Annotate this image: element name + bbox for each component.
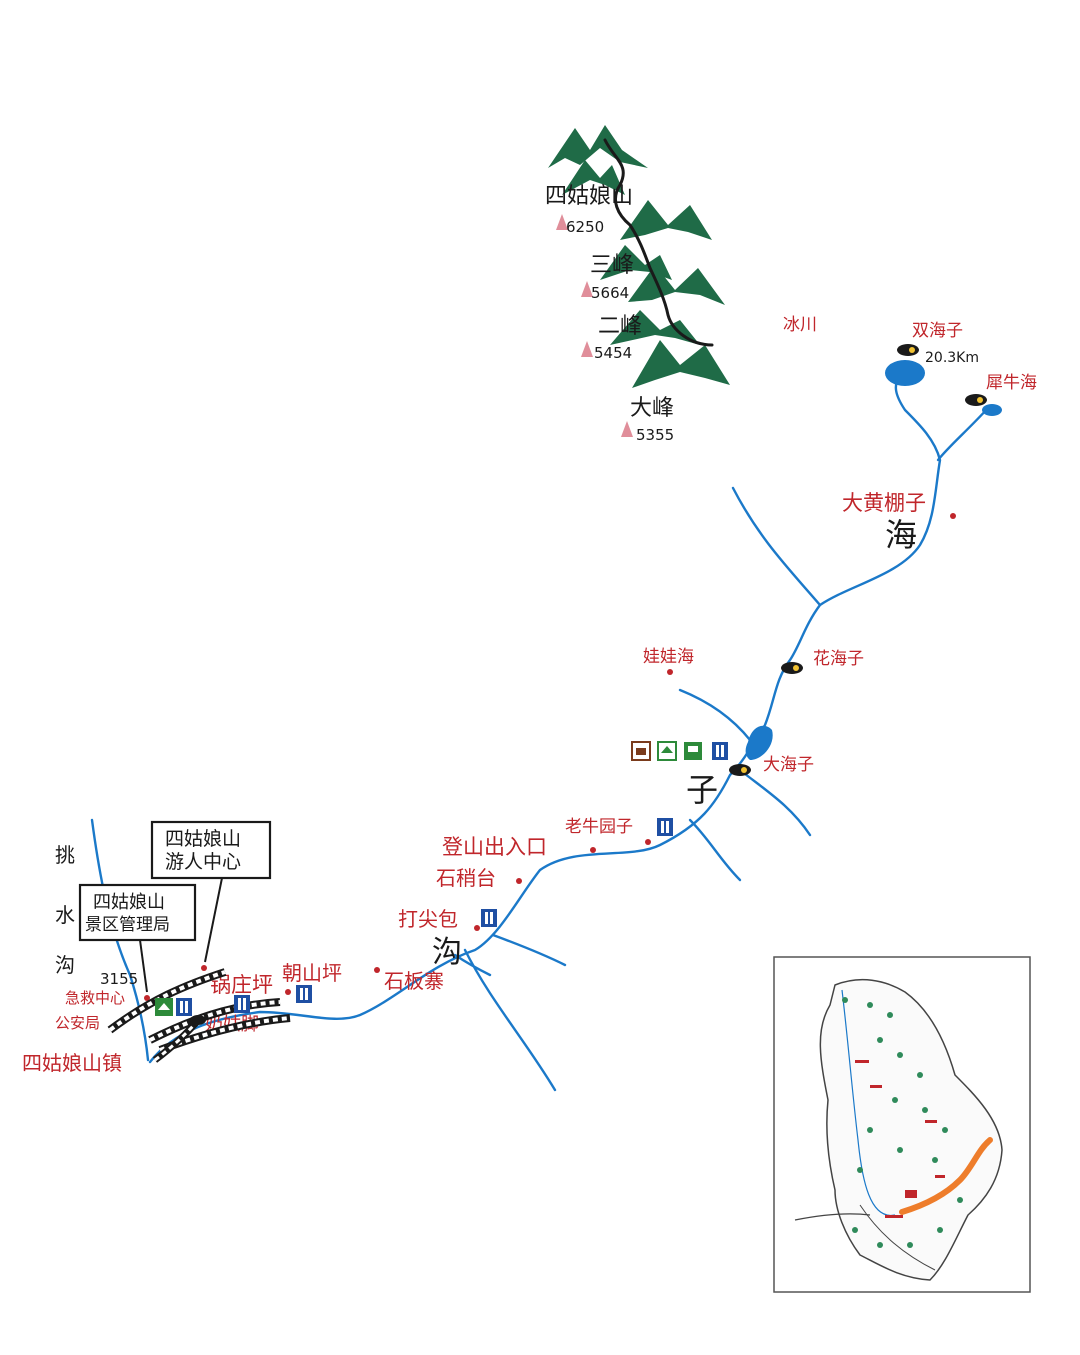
label-shishaotai: 石稍台 [436,866,496,890]
river-network [90,373,990,1092]
mountain-icon [548,125,730,388]
lodging-icon [155,998,173,1016]
callout-line-2: 游人中心 [165,851,241,873]
lodging-icon [657,741,677,761]
label-laoniuyuanzi: 老牛园子 [565,817,633,837]
callout-line-1: 四姑娘山 [93,892,165,913]
label-dahuangpengzi: 大黄棚子 [842,491,926,515]
label-xiniuhai: 犀牛海 [986,373,1037,393]
label-dajianbao: 打尖包 [398,907,458,931]
peak-elevation-dafeng: 5355 [636,426,674,444]
place-dot [516,878,522,884]
mountain-range [548,125,730,437]
callout-admin: 四姑娘山 景区管理局 [78,883,197,993]
label-zhen: 四姑娘山镇 [22,1051,122,1075]
label-altitude: 3155 [100,970,138,988]
callout-line-2: 景区管理局 [85,915,170,935]
place-dot [201,965,207,971]
tributary-south-long [463,948,557,1092]
toilet-icon [296,985,312,1003]
tributary-wawa [678,688,752,742]
viewpoint-icon [897,344,919,356]
toilet-icon [657,818,673,836]
tributary-dahaizi-east [738,768,812,837]
peak-elevation-sanfeng: 5664 [591,284,629,302]
viewpoint-icon [781,662,803,674]
tributary-laoniu [688,818,742,882]
callout-pointer [139,939,148,993]
inset-place-marks [855,1060,945,1218]
place-dot [950,513,956,519]
label-dengshan: 登山出入口 [442,835,547,859]
valley-char-zi: 子 [686,771,718,809]
toilet-icon [712,742,728,760]
label-chaoshanping: 朝山坪 [282,961,342,985]
toilet-icon [481,909,497,927]
xiniuhai-lake [982,404,1002,416]
place-dot [590,847,596,853]
valley-char-gou: 沟 [432,935,462,970]
place-dot [667,669,673,675]
callout-pointer [204,877,223,963]
place-dot [645,839,651,845]
toilet-icon [234,995,250,1013]
callout-visitor-center: 四姑娘山 游人中心 [150,820,272,963]
peak-name-sanfeng: 三峰 [590,253,634,278]
route-highlight [899,1137,993,1215]
label-wawahai: 娃娃海 [643,647,694,667]
callout-line-1: 四姑娘山 [165,828,241,850]
tiaoshui-char-3: 沟 [55,953,75,977]
label-gonganju: 公安局 [55,1014,100,1032]
label-dahaizi: 大海子 [763,755,814,775]
shuanghaizi-lake [885,360,925,386]
inset-road [859,1204,936,1271]
peak-marker-icon [581,341,593,357]
town-roads [107,968,291,1063]
valley-char-hai: 海 [885,516,917,554]
place-dot [144,995,150,1001]
inset-road [794,1213,871,1221]
county-outline [819,978,1003,1281]
peak-marker-icon [621,421,633,437]
main-river [148,373,942,1064]
label-shuanghaizi: 双海子 [912,321,963,341]
tributary-dajian-left [453,953,492,977]
viewpoint-icon [965,394,987,406]
label-distance: 20.3Km [925,350,979,366]
tributary-xiniu [936,406,990,462]
peak-elevation-sigu: 6250 [566,218,604,236]
bus-icon [684,742,702,760]
restaurant-icon [631,741,651,761]
inset-river [841,989,896,1216]
peak-name-erfeng: 二峰 [598,314,642,339]
label-shibanzhai: 石板寨 [384,969,444,993]
toilet-icon [176,998,192,1016]
peak-name-sigu: 四姑娘山 [545,184,633,209]
peak-marker-icon [556,214,568,230]
tiaoshui-char-1: 挑 [55,843,75,867]
peak-name-dafeng: 大峰 [630,396,674,421]
place-dot [285,989,291,995]
peak-elevation-erfeng: 5454 [594,344,632,362]
inset-mountain-icons [842,997,963,1248]
tiaoshui-char-2: 水 [55,903,75,927]
tributary-dajian [491,933,567,967]
callout-box [78,883,197,942]
peak-marker-icon [581,281,593,297]
place-dot [474,925,480,931]
label-jijiu: 急救中心 [65,989,125,1007]
viewpoint-icon [729,764,751,776]
viewpoint-icon [190,1015,206,1025]
tiaoshuigou-river [90,818,150,1062]
place-dot [374,967,380,973]
label-huahaizi: 花海子 [813,649,864,669]
mountain-ridge-line [603,138,714,347]
dahaizi-lake [745,725,773,760]
label-bingchuan: 冰川 [783,315,817,335]
callout-box [150,820,272,880]
inset-locator-map [773,956,1031,1293]
tributary-west-upper [731,486,822,607]
